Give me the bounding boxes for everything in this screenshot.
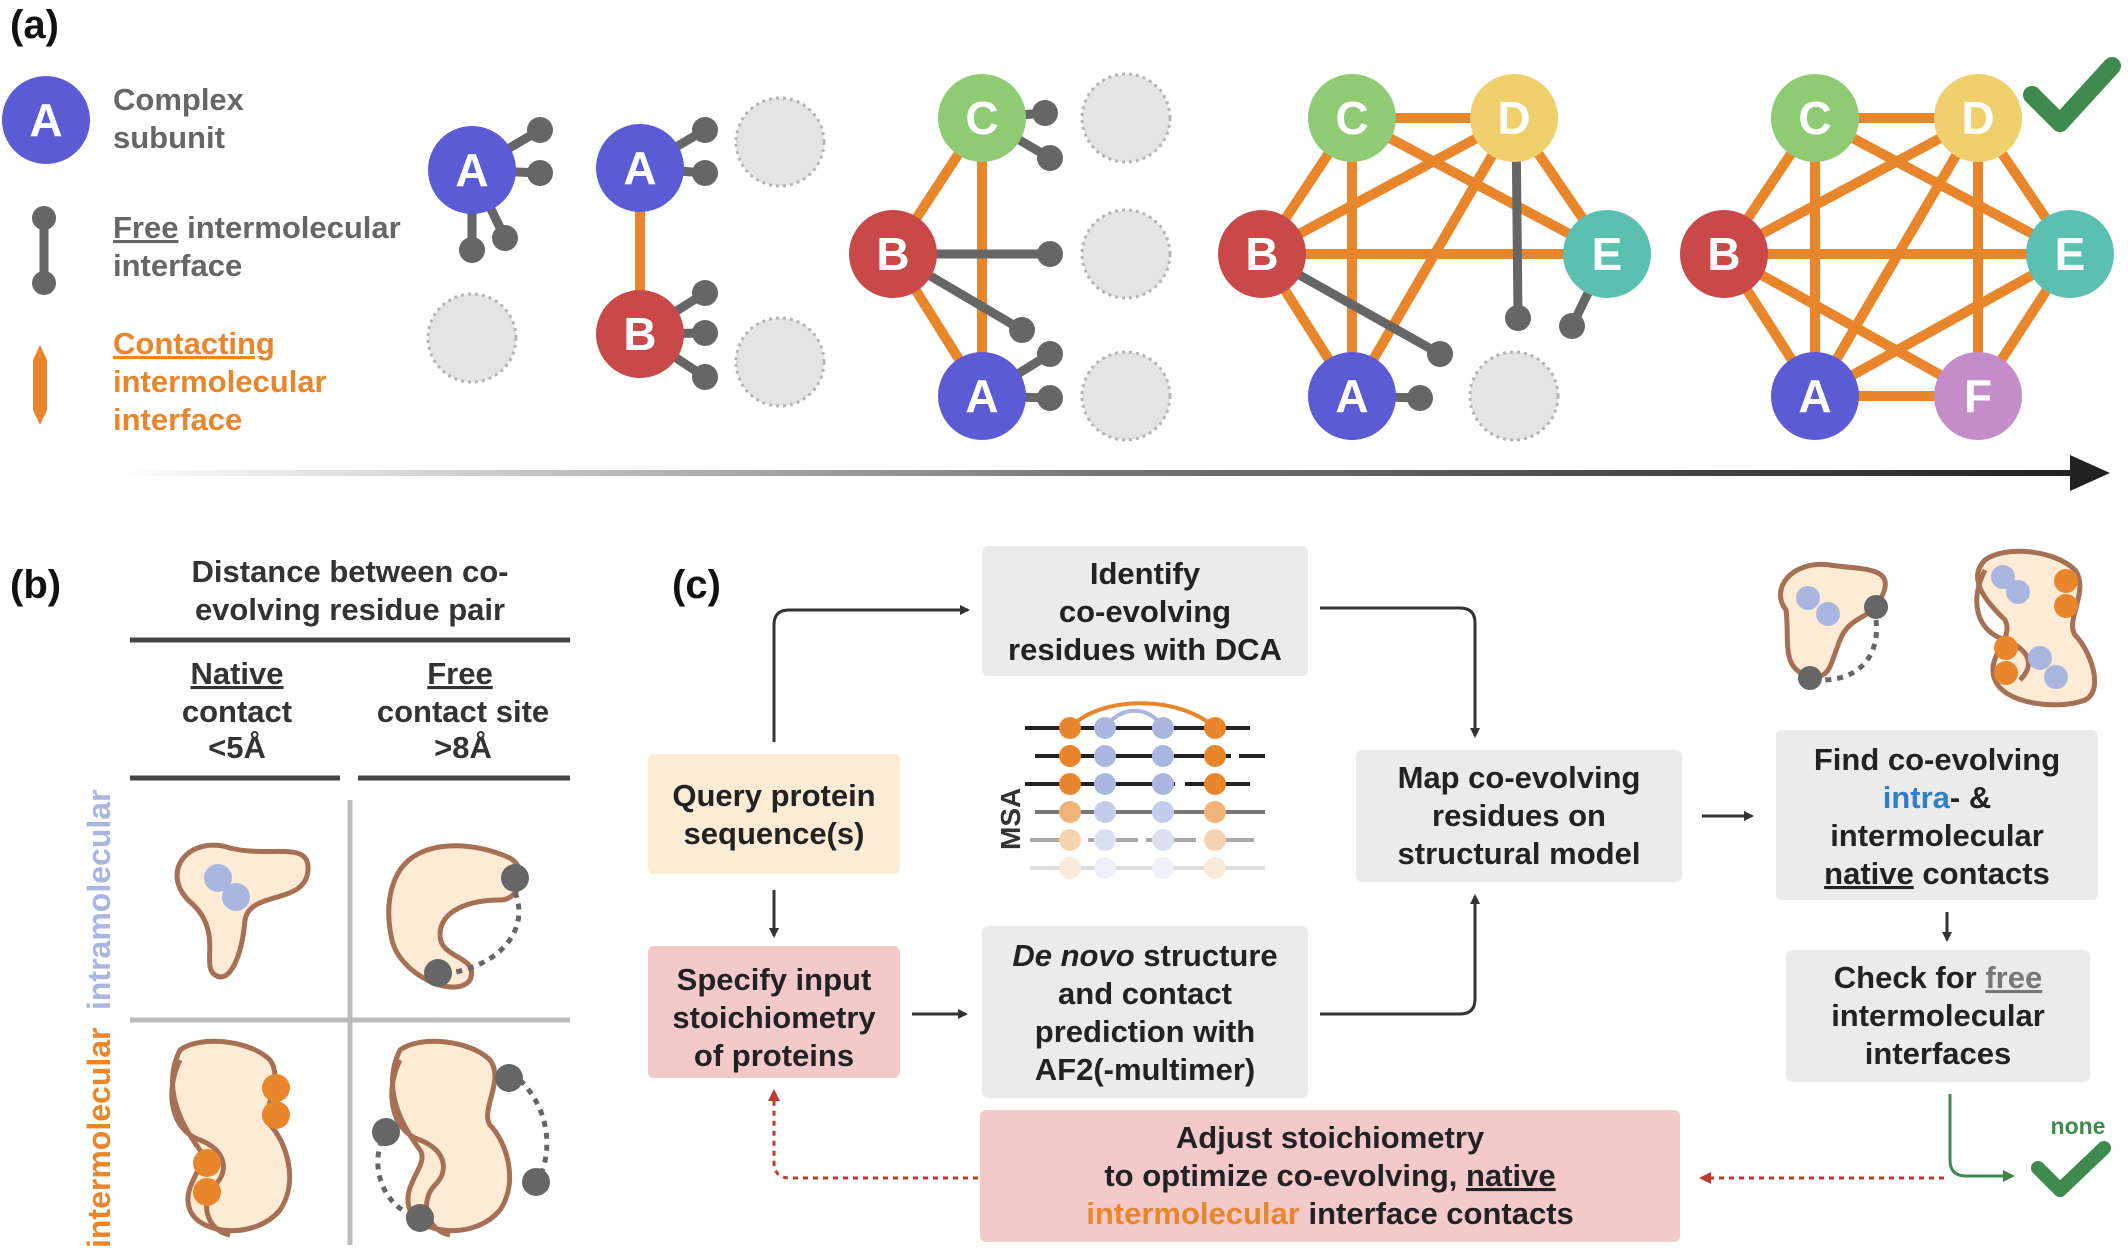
denovo-line3: prediction with [1035, 1014, 1255, 1049]
stage4-node-c-label: C [1335, 92, 1368, 144]
legend-subunit-node [2, 76, 90, 164]
legend: A Complex subunit Free intermolecular in… [2, 76, 401, 437]
stage4-node-e-label: E [1592, 228, 1623, 280]
stage5-node-b-label: B [1707, 228, 1740, 280]
stage4-node-a-label: A [1335, 370, 1368, 422]
inter-free-protein [390, 1038, 512, 1234]
stage1-node-a [428, 126, 516, 214]
b-row2-label: intermolecular [81, 1027, 117, 1248]
legend-free-line2: interface [113, 248, 242, 283]
legend-contact-line3: interface [113, 402, 242, 437]
adjust-line1: Adjust stoichiometry [1176, 1120, 1485, 1155]
legend-contact-line2: intermolecular [113, 364, 327, 399]
find-illustration [1778, 548, 2097, 708]
legend-contact-icon [33, 345, 47, 425]
legend-subunit-line2: subunit [113, 120, 225, 155]
intra-free-protein [386, 843, 524, 990]
adjust-line3: intermolecular interface contacts [1086, 1196, 1574, 1231]
find-box [1776, 730, 2098, 900]
stage3-node-a-label: A [965, 370, 998, 422]
b-col1-line3: <5Å [208, 730, 266, 765]
query-box [648, 754, 900, 874]
b-col2-line3: >8Å [434, 730, 492, 765]
feedback-arrows [768, 1089, 1944, 1184]
find-line3: intermolecular [1830, 818, 2044, 853]
identify-line1: Identify [1090, 556, 1201, 591]
stage1-empty-slot [426, 292, 518, 384]
query-line1: Query protein [672, 778, 875, 813]
check-line2: intermolecular [1831, 998, 2045, 1033]
legend-contact-line1: Contacting [113, 326, 275, 361]
complete-check-icon [2023, 57, 2121, 132]
b-col1-line2: contact [182, 694, 292, 729]
map-line1: Map co-evolving [1398, 760, 1641, 795]
b-header-line2: evolving residue pair [195, 592, 505, 627]
panel-c-label: (c) [672, 563, 721, 607]
stage5-node-c-label: C [1798, 92, 1831, 144]
specify-line1: Specify input [677, 962, 872, 997]
identify-line2: co-evolving [1059, 594, 1231, 629]
stage-2: A B [596, 96, 826, 408]
none-arrow [1948, 1094, 2015, 1182]
identify-box [982, 546, 1308, 676]
stage5-node-a-label: A [1798, 370, 1831, 422]
adjust-box [980, 1110, 1680, 1242]
stage3-node-b-label: B [876, 228, 909, 280]
legend-free-line1: Free intermolecular [113, 210, 401, 245]
identify-line3: residues with DCA [1008, 632, 1282, 667]
panel-a-label: (a) [10, 3, 59, 47]
stage-3: C B A [849, 72, 1172, 442]
stage-4: C D B E A [1218, 74, 1651, 442]
b-col2-line2: contact site [377, 694, 549, 729]
stage5-node-e-label: E [2055, 228, 2086, 280]
legend-free-end-bottom [32, 271, 56, 295]
query-line2: sequence(s) [684, 816, 865, 851]
stage4-node-d-label: D [1497, 92, 1530, 144]
denovo-line4: AF2(-multimer) [1035, 1052, 1255, 1087]
legend-subunit-line1: Complex [113, 82, 245, 117]
stage3-node-c-label: C [965, 92, 998, 144]
b-row1-label: intramolecular [81, 789, 117, 1010]
specify-line2: stoichiometry [672, 1000, 876, 1035]
legend-free-end-top [32, 206, 56, 230]
msa-label: MSA [995, 788, 1026, 850]
denovo-box [982, 926, 1308, 1098]
legend-subunit-letter: A [29, 94, 62, 146]
stage2-node-b-label: B [623, 308, 656, 360]
stage-5: C D B E A F [1680, 57, 2121, 440]
specify-box [648, 946, 900, 1078]
find-line4: native contacts [1824, 856, 2050, 891]
panel-b-table: Distance between co- evolving residue pa… [81, 554, 570, 1248]
b-col2-line1: Free [427, 656, 492, 691]
find-line1: Find co-evolving [1814, 742, 2060, 777]
check-line3: interfaces [1865, 1036, 2011, 1071]
b-header-line1: Distance between co- [192, 554, 509, 589]
adjust-line2: to optimize co-evolving, native [1104, 1158, 1555, 1193]
check-box [1786, 950, 2090, 1082]
flow-arrows [769, 605, 1952, 1019]
panel-b-label: (b) [10, 563, 61, 607]
stage-1: A [426, 117, 553, 384]
map-line2: residues on [1432, 798, 1606, 833]
stage1-node-a-label: A [455, 144, 488, 196]
map-line3: structural model [1398, 836, 1641, 871]
msa-graphic: MSA [995, 701, 1265, 879]
denovo-line1: De novo structure [1012, 938, 1277, 973]
map-box [1356, 750, 1682, 882]
stage5-node-f-label: F [1964, 370, 1992, 422]
specify-line3: of proteins [694, 1038, 854, 1073]
b-col1-line1: Native [190, 656, 283, 691]
stage5-node-d-label: D [1961, 92, 1994, 144]
intra-native-protein [174, 842, 311, 980]
find-line2: intra- & [1883, 780, 1992, 815]
none-label: none [2051, 1113, 2106, 1139]
stage2-node-a-label: A [623, 142, 656, 194]
stage4-node-b-label: B [1245, 228, 1278, 280]
denovo-line2: and contact [1058, 976, 1232, 1011]
check-line1: Check for free [1834, 960, 2042, 995]
progress-arrow [115, 455, 2110, 491]
none-check-icon [2031, 1141, 2111, 1197]
